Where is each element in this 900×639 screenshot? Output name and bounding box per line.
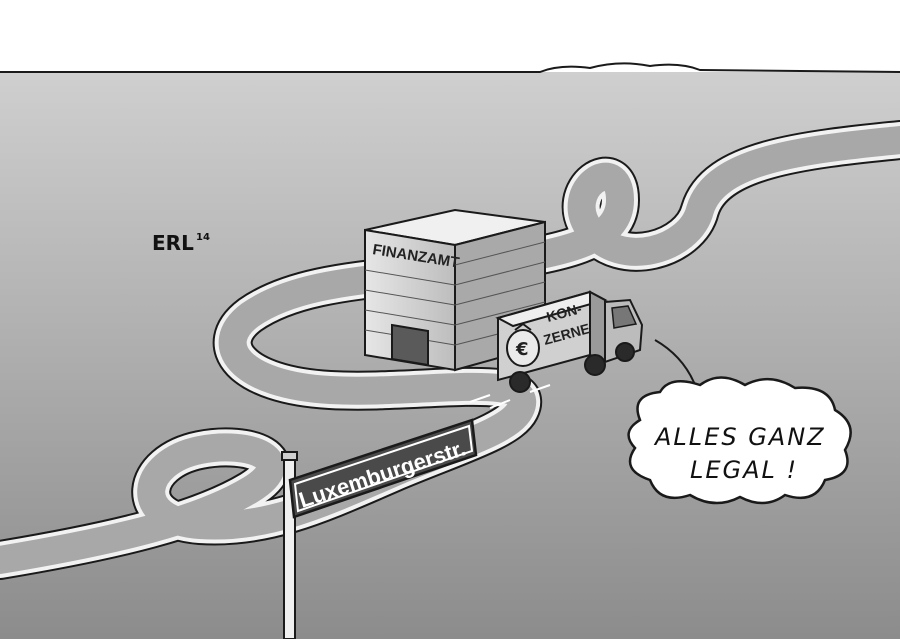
horizon-line [0, 62, 900, 73]
paragraph-road [0, 120, 900, 580]
signature-year: 14 [196, 232, 210, 243]
speech-line2: LEGAL ! [690, 456, 798, 484]
motion-lines [469, 384, 551, 409]
speech-bubble: ALLES GANZ LEGAL ! [627, 339, 852, 505]
sign-plate [288, 418, 478, 519]
artist-signature: ERL 14 [152, 231, 210, 255]
konzerne-truck: € KON- ZERNE [469, 290, 644, 409]
speech-line1: ALLES GANZ [653, 423, 826, 451]
euro-symbol: € [515, 339, 529, 360]
signature-text: ERL [152, 231, 194, 255]
money-bag-icon: € [506, 322, 540, 367]
sky [0, 0, 900, 75]
